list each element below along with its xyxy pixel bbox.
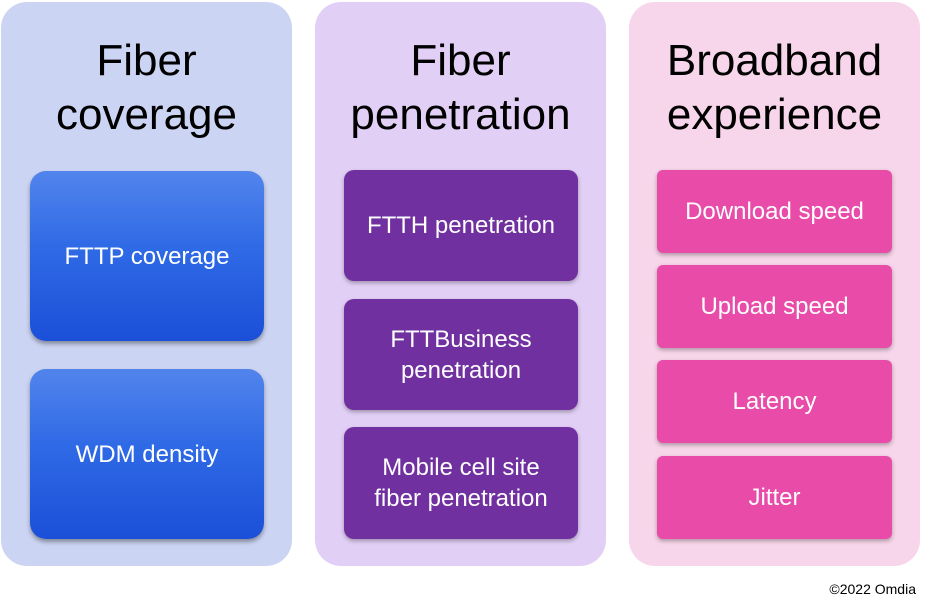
metric-box-latency: Latency	[657, 360, 892, 443]
metric-box-upload-speed: Upload speed	[657, 265, 892, 348]
metric-box-mobile-cell-site-fiber-penetration: Mobile cell site fiber penetration	[344, 427, 578, 539]
metric-box-jitter: Jitter	[657, 456, 892, 539]
metric-box-ftth-penetration: FTTH penetration	[344, 170, 578, 281]
metric-box-download-speed: Download speed	[657, 170, 892, 253]
column-title: Fiber penetration	[350, 36, 571, 139]
column-fiber-coverage: Fiber coverage FTTP coverage WDM density	[1, 2, 292, 566]
metric-box-fttbusiness-penetration: FTTBusiness penetration	[344, 299, 578, 410]
copyright-credit: ©2022 Omdia	[829, 581, 916, 597]
metric-box-fttp-coverage: FTTP coverage	[30, 171, 264, 341]
column-title: Broadband experience	[666, 36, 883, 139]
column-fiber-penetration: Fiber penetration FTTH penetration FTTBu…	[315, 2, 606, 566]
metric-box-wdm-density: WDM density	[30, 369, 264, 539]
column-title: Fiber coverage	[55, 36, 237, 139]
column-broadband-experience: Broadband experience Download speed Uplo…	[629, 2, 920, 566]
